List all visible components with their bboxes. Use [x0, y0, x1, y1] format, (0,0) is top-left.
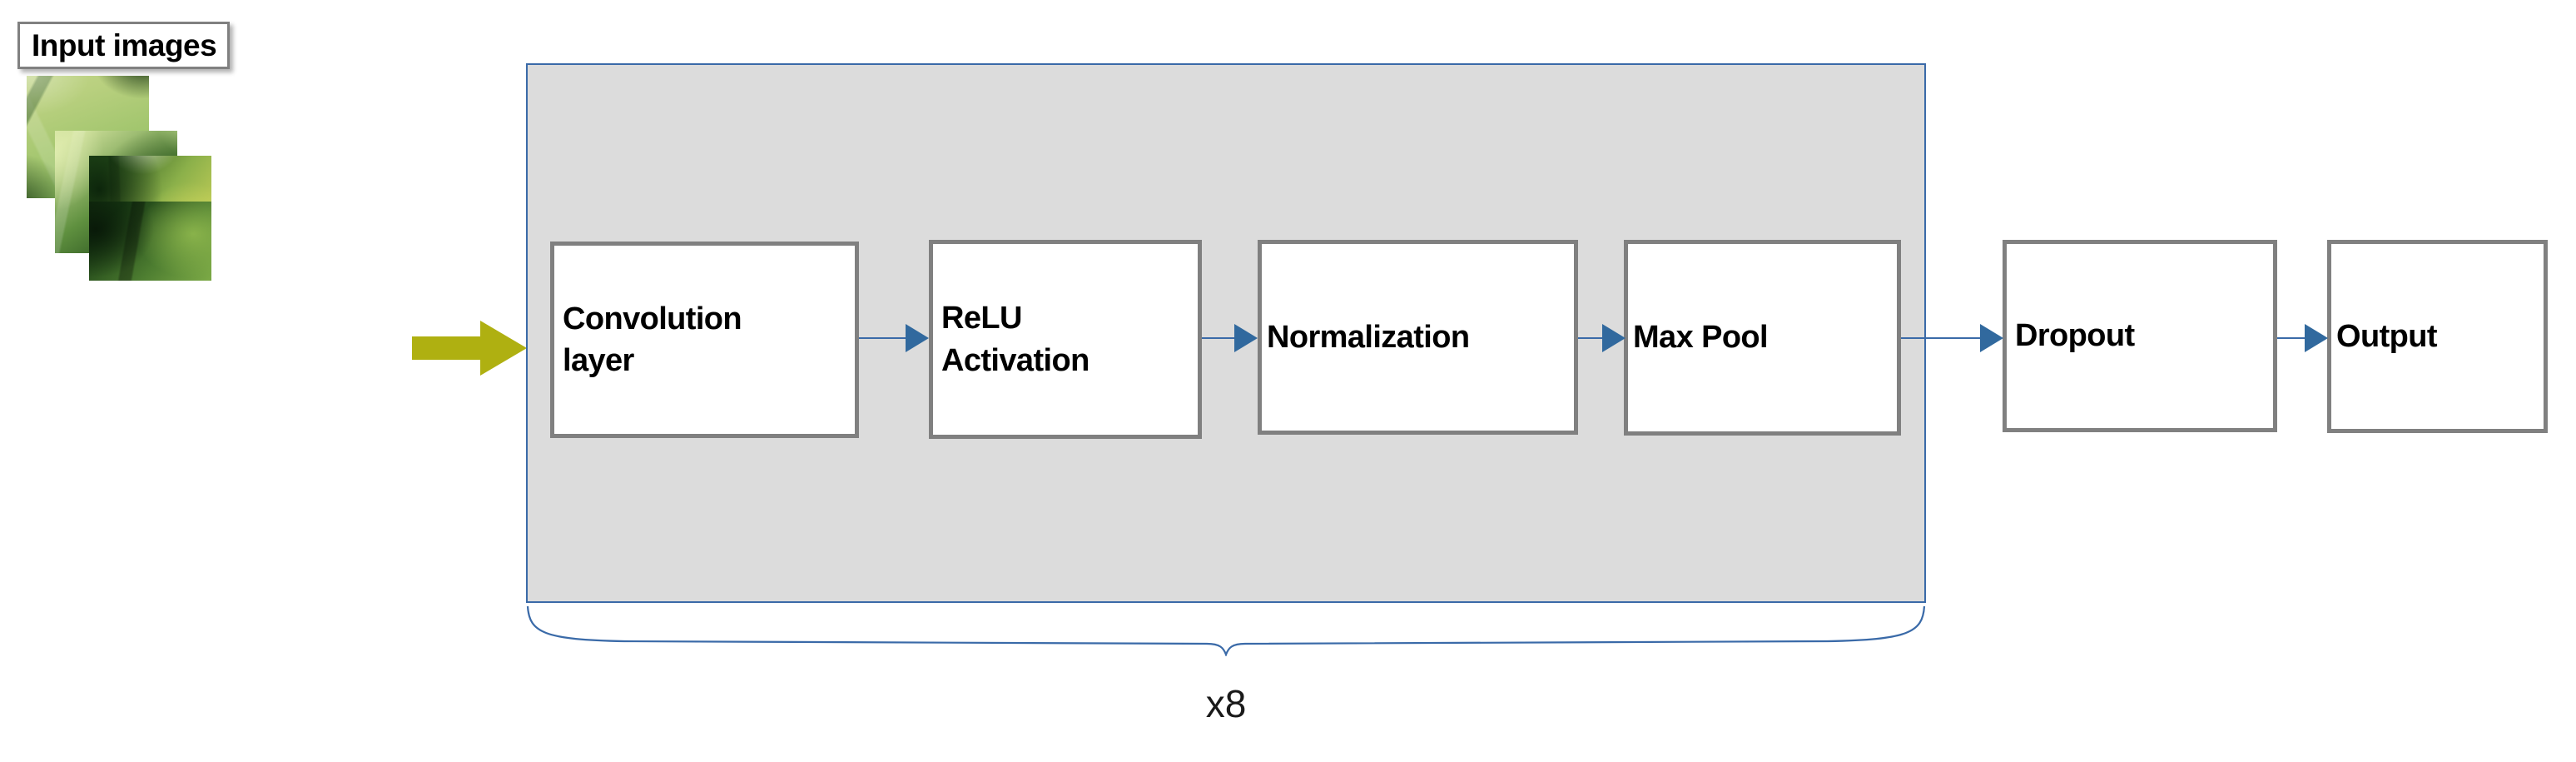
stage-box-relu[interactable]: ReLU Activation [929, 240, 1202, 439]
connector-line [1578, 337, 1603, 339]
connector-arrow-normalization-to-maxpool [1578, 324, 1626, 352]
connector-arrowhead-icon [1234, 324, 1258, 352]
input-arrow-head [480, 321, 527, 376]
stage-box-maxpool[interactable]: Max Pool [1624, 240, 1901, 436]
stage-label-line1: Max Pool [1633, 320, 1769, 356]
stage-label-line1: Output [2336, 318, 2438, 354]
input-arrow-shaft [412, 336, 484, 360]
connector-line [2277, 337, 2305, 339]
stage-label-line2: layer [563, 343, 634, 378]
connector-arrowhead-icon [2305, 324, 2328, 352]
connector-line [859, 337, 907, 339]
stage-label-line2: Activation [941, 342, 1089, 378]
stage-label-line1: Convolution [563, 301, 742, 336]
stage-label-line1: ReLU [941, 301, 1022, 336]
connector-arrow-conv-to-relu [859, 324, 931, 352]
stage-label-line1: Normalization [1267, 319, 1470, 355]
stage-label-line1: Dropout [2015, 318, 2135, 354]
leaf-texture-icon [89, 202, 211, 281]
connector-arrow-maxpool-to-dropout [1901, 324, 2004, 352]
stage-box-convolution[interactable]: Convolution layer [550, 242, 859, 438]
repeat-brace [524, 605, 1928, 656]
connector-arrowhead-icon [1602, 324, 1626, 352]
stage-box-dropout[interactable]: Dropout [2003, 240, 2277, 432]
input-image-stack [27, 76, 243, 292]
input-images-label: Input images [32, 27, 217, 62]
connector-arrow-dropout-to-output [2277, 324, 2329, 352]
brace-icon [524, 605, 1928, 656]
connector-arrowhead-icon [906, 324, 929, 352]
input-arrow-icon [412, 321, 527, 376]
repeat-count-label: x8 [1205, 682, 1247, 725]
stage-box-normalization[interactable]: Normalization [1258, 240, 1578, 435]
connector-arrowhead-icon [1980, 324, 2003, 352]
connector-arrow-relu-to-normalization [1202, 324, 1258, 352]
leaf-photo-4 [89, 202, 211, 281]
input-images-title-box: Input images [17, 22, 230, 69]
connector-line [1901, 337, 1981, 339]
stage-box-output[interactable]: Output [2327, 240, 2548, 433]
connector-line [1202, 337, 1235, 339]
